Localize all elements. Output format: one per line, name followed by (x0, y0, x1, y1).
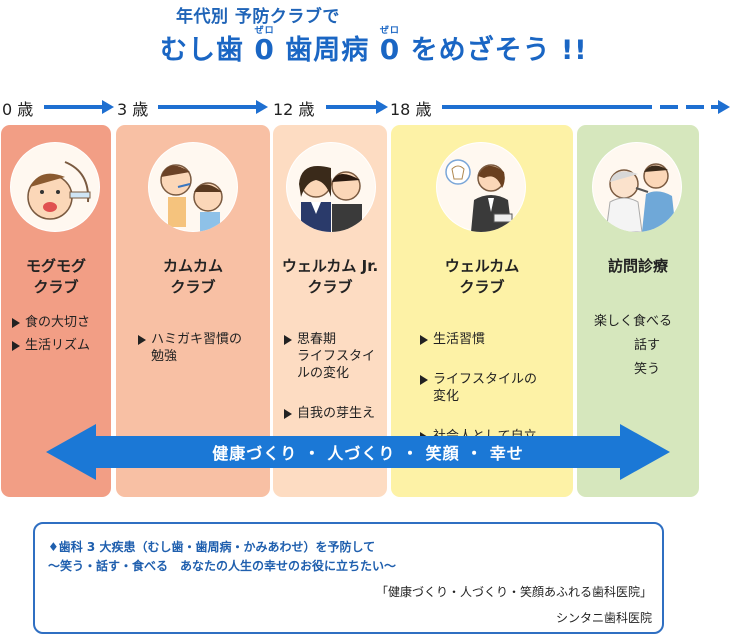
bullet-item: 食の大切さ (12, 314, 110, 331)
footer-box (33, 522, 664, 634)
bullet-item: 思春期 ライフスタイ ルの変化 (284, 331, 386, 382)
title-mogumogu: モグモグ クラブ (25, 257, 86, 296)
home-visit-line-1: 楽しく食べる (594, 314, 673, 329)
bullets-mogumogu: 食の大切さ 生活リズム (12, 314, 110, 360)
footer-line-2: 〜笑う・話す・食べる あなたの人生の幸せのお役に立ちたい〜 (48, 559, 397, 573)
home-visit-care-icon (592, 142, 682, 232)
footer-slogan: 「健康づくり・人づくり・笑顔あふれる歯科医院」 (375, 585, 652, 599)
businesswoman-icon (436, 142, 526, 232)
band-text: 健康づくり ・ 人づくり ・ 笑顔 ・ 幸せ (212, 444, 524, 463)
double-arrow-band (46, 424, 670, 480)
child-dental-exam-icon (10, 142, 100, 232)
age-label-18: 18 歳 (390, 100, 432, 119)
age-label-3: 3 歳 (117, 100, 149, 119)
family-brushing-icon (148, 142, 238, 232)
title-part1: むし歯 (160, 35, 244, 66)
title-kamukamu: カムカム クラブ (162, 257, 223, 296)
zero-ruby-2: ぜロ (379, 26, 400, 36)
title-home-visit: 訪問診療 (607, 257, 668, 275)
title-welcome: ウェルカム クラブ (444, 257, 520, 296)
bullet-item: 生活習慣 (420, 331, 570, 348)
bullets-welcome-jr: 思春期 ライフスタイ ルの変化 自我の芽生え (284, 314, 386, 445)
bullet-item: ハミガキ習慣の 勉強 (138, 331, 266, 365)
zero-ruby: ぜロ (254, 26, 275, 36)
age-label-12: 12 歳 (273, 100, 315, 119)
bullets-kamukamu: ハミガキ習慣の 勉強 (138, 314, 266, 388)
bullet-item: 生活リズム (12, 337, 110, 354)
students-icon (286, 142, 376, 232)
title-part3: をめざそう !! (410, 35, 588, 66)
bullet-item: 自我の芽生え (284, 405, 386, 422)
footer-line-1: ♦歯科 3 大疾患（むし歯・歯周病・かみあわせ）を予防して (48, 540, 376, 554)
title-welcome-jr: ウェルカム Jr. クラブ (281, 257, 379, 296)
title-part2: 歯周病 (285, 35, 370, 66)
home-visit-line-2: 話す (634, 338, 661, 353)
clinic-name: シンタニ歯科医院 (555, 611, 652, 625)
home-visit-line-3: 笑う (634, 362, 661, 377)
bullet-item: ライフスタイルの 変化 (420, 371, 570, 405)
timeline-arrows (44, 100, 730, 114)
age-label-0: 0 歳 (2, 100, 34, 119)
subtitle: 年代別 予防クラブで (176, 7, 340, 27)
